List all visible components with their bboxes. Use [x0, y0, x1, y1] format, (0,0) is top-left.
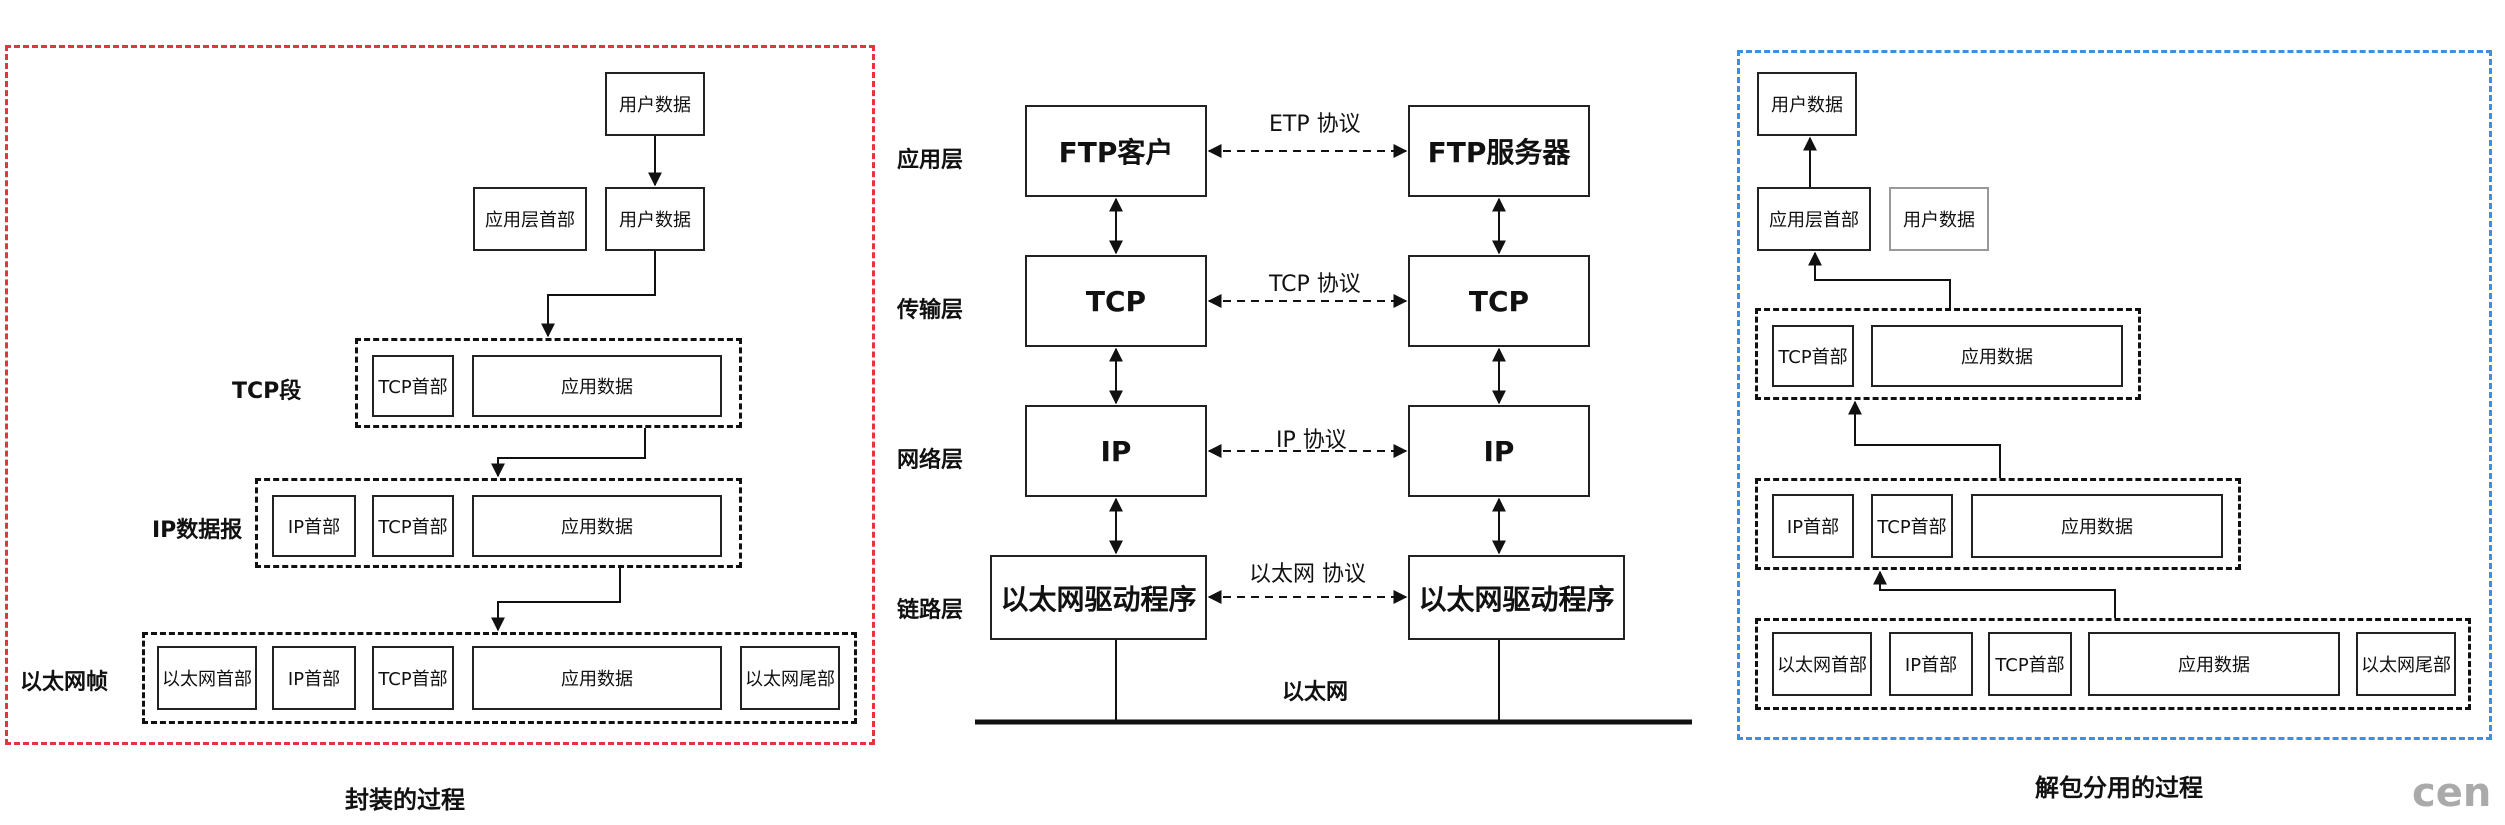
dec-eth-header: 以太网首部	[1772, 632, 1872, 696]
ethernet-bus-label: 以太网	[1282, 680, 1349, 705]
dec-ethernet-frame	[1755, 618, 2471, 710]
dec-ip-header-2: IP首部	[1889, 632, 1973, 696]
right-ip: IP	[1408, 405, 1590, 497]
enc-ip-header: IP首部	[272, 495, 356, 557]
dec-app-data: 应用数据	[1871, 325, 2123, 387]
layer-network-label: 网络层	[897, 448, 964, 473]
dec-arrow-3	[1848, 400, 2001, 478]
enc-app-data-2: 应用数据	[472, 495, 722, 557]
ftp-protocol-label: ETP 协议	[1265, 106, 1365, 138]
dec-user-data: 用户数据	[1889, 187, 1989, 251]
left-ip: IP	[1025, 405, 1207, 497]
enc-tcp-header-2: TCP首部	[372, 495, 454, 557]
right-ftp-server: FTP服务器	[1408, 105, 1590, 197]
dec-tcp-header-3: TCP首部	[1988, 632, 2072, 696]
layer-transport-label: 传输层	[897, 298, 964, 323]
enc-user-data: 用户数据	[605, 187, 705, 251]
dec-ip-datagram	[1755, 478, 2241, 570]
enc-arrow-3	[491, 428, 646, 478]
enc-app-header: 应用层首部	[473, 187, 587, 251]
dec-app-data-2: 应用数据	[1971, 494, 2223, 558]
encapsulation-panel	[5, 45, 875, 745]
enc-tcp-segment-label: TCP段	[232, 379, 302, 404]
enc-ip-datagram	[255, 478, 742, 568]
dec-app-data-3: 应用数据	[2088, 632, 2340, 696]
enc-arrow-2	[541, 251, 656, 338]
enc-tcp-segment	[355, 338, 742, 428]
dec-user-data-top: 用户数据	[1757, 72, 1857, 136]
left-tcp: TCP	[1025, 255, 1207, 347]
enc-eth-header: 以太网首部	[157, 646, 257, 710]
enc-ip-header-2: IP首部	[272, 646, 356, 710]
right-tcp: TCP	[1408, 255, 1590, 347]
decapsulation-panel	[1737, 50, 2492, 740]
left-ftp-client: FTP客户	[1025, 105, 1207, 197]
enc-user-data-top: 用户数据	[605, 72, 705, 136]
dec-tcp-segment	[1755, 308, 2141, 400]
dec-ip-header: IP首部	[1772, 494, 1854, 558]
dec-tcp-header-2: TCP首部	[1871, 494, 1953, 558]
right-eth-driver: 以太网驱动程序	[1408, 555, 1625, 640]
dec-tcp-header: TCP首部	[1772, 325, 1854, 387]
enc-eth-trailer: 以太网尾部	[740, 646, 840, 710]
enc-ip-datagram-label: IP数据报	[152, 518, 243, 543]
encapsulation-title: 封装的过程	[345, 786, 465, 814]
eth-protocol-label: 以太网 协议	[1245, 556, 1370, 588]
enc-tcp-header-3: TCP首部	[372, 646, 454, 710]
enc-app-data-3: 应用数据	[472, 646, 722, 710]
enc-arrow-4	[491, 568, 621, 632]
tcp-protocol-label: TCP 协议	[1265, 266, 1365, 298]
decapsulation-title: 解包分用的过程	[2035, 774, 2203, 802]
dec-arrow-4	[1873, 570, 2116, 618]
layer-link-label: 链路层	[897, 598, 964, 623]
enc-ethernet-frame-label: 以太网帧	[20, 670, 109, 695]
enc-app-data: 应用数据	[472, 355, 722, 417]
dec-arrow-2	[1808, 251, 1951, 308]
left-eth-driver: 以太网驱动程序	[990, 555, 1207, 640]
dec-app-header: 应用层首部	[1757, 187, 1871, 251]
enc-tcp-header: TCP首部	[372, 355, 454, 417]
dec-eth-trailer: 以太网尾部	[2356, 632, 2456, 696]
layer-application-label: 应用层	[897, 148, 964, 173]
enc-ethernet-frame	[142, 632, 857, 724]
watermark: cen	[2412, 770, 2492, 816]
